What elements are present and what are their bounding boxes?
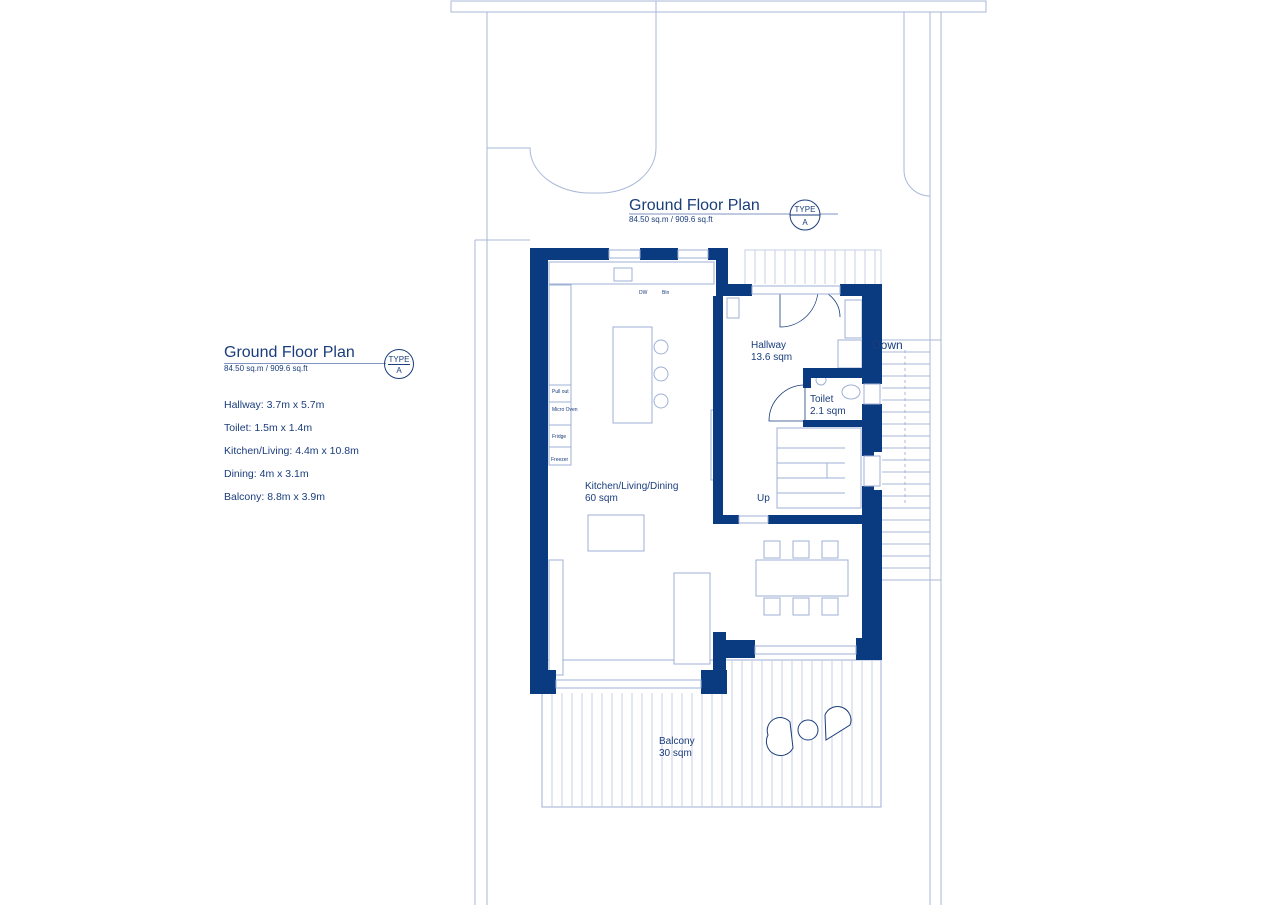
hallway-name: Hallway xyxy=(751,340,786,351)
side-type-value: A xyxy=(396,366,402,375)
front-terrace xyxy=(744,249,882,287)
door-swings xyxy=(768,288,841,422)
main-type-badge: TYPE A xyxy=(789,199,821,231)
room-dimension-item: Balcony: 8.8m x 3.9m xyxy=(224,491,325,503)
side-type-divider xyxy=(388,364,410,365)
micro-oven-label: Micro Oven xyxy=(552,407,578,413)
room-dimension-item: Toilet: 1.5m x 1.4m xyxy=(224,422,313,434)
kitchen-name: Kitchen/Living/Dining xyxy=(585,481,678,492)
fridge-label: Fridge xyxy=(552,434,566,440)
balcony-deck xyxy=(541,659,882,808)
side-title-rule xyxy=(224,363,386,364)
hallway-area: 13.6 sqm xyxy=(751,352,792,363)
stairs-down-label: Down xyxy=(872,338,903,352)
balcony-chairs xyxy=(765,706,852,757)
room-dimensions-list: Hallway: 3.7m x 5.7m Toilet: 1.5m x 1.4m… xyxy=(224,398,359,513)
stairs-up-label: Up xyxy=(757,493,770,504)
room-dimension-item: Hallway: 3.7m x 5.7m xyxy=(224,399,325,411)
pull-out-label: Pull out xyxy=(552,389,569,395)
balcony-area: 30 sqm xyxy=(659,748,692,759)
site-outline xyxy=(450,0,987,905)
main-plan-area: 84.50 sq.m / 909.6 sq.ft xyxy=(629,215,713,224)
room-dimension-item: Dining: 4m x 3.1m xyxy=(224,468,309,480)
main-type-value: A xyxy=(802,218,808,227)
bin-label: Bin xyxy=(662,290,669,296)
windows xyxy=(555,249,881,689)
toilet-area: 2.1 sqm xyxy=(810,406,846,417)
kitchen-area: 60 sqm xyxy=(585,493,618,504)
dw-label: DW xyxy=(639,290,648,296)
balcony-name: Balcony xyxy=(659,736,695,747)
furniture xyxy=(548,261,863,676)
side-plan-title: Ground Floor Plan xyxy=(224,344,355,361)
walls xyxy=(530,248,882,694)
main-type-label: TYPE xyxy=(795,205,816,214)
side-type-label: TYPE xyxy=(388,355,410,364)
freezer-label: Freezer xyxy=(551,457,569,463)
external-stairs xyxy=(882,350,930,569)
side-plan-area: 84.50 sq.m / 909.6 sq.ft xyxy=(224,364,308,373)
toilet-name: Toilet xyxy=(810,394,834,405)
side-type-badge: TYPE A xyxy=(384,349,414,379)
room-dimension-item: Kitchen/Living: 4.4m x 10.8m xyxy=(224,445,359,457)
main-plan-title: Ground Floor Plan xyxy=(629,197,760,214)
